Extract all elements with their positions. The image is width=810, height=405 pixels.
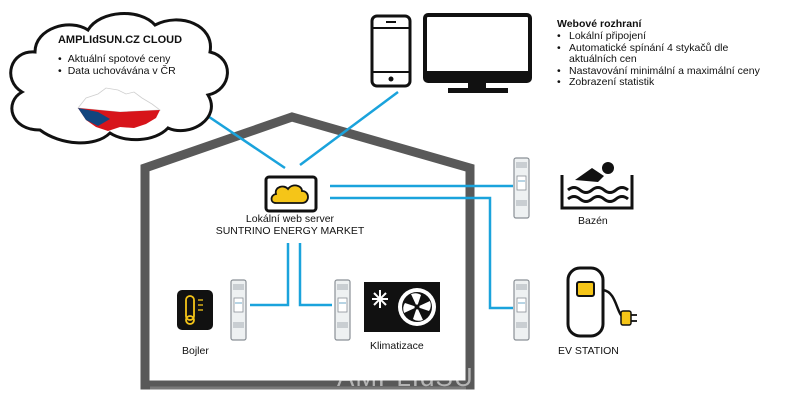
web-feature-item: Zobrazení statistik [557,76,797,89]
web-feature-item: Nastavování minimální a maximální ceny [557,65,797,78]
cloud-feature-item: Data uchovávána v ČR [58,65,176,77]
cloud-feature-list: Aktuální spotové ceny Data uchovávána v … [58,53,176,77]
server-label: Lokální web server SUNTRINO ENERGY MARKE… [190,213,390,237]
server-cloud-icon [264,175,318,213]
bojler-label: Bojler [182,345,209,357]
cloud-title: AMPLIdSUN.CZ CLOUD [57,34,183,46]
cloud-feature-item: Aktuální spotové ceny [58,53,176,65]
contactor-icon-bojler [230,279,247,341]
swimmer-icon [560,162,634,210]
contactor-icon-klimatizace [334,279,351,341]
web-feature-item: Lokální připojení [557,30,797,43]
boiler-icon [177,290,213,330]
cloud-shape [9,12,229,145]
czech-map-flag [77,87,162,131]
smartphone-icon [370,14,412,88]
web-interface-feature-list: Lokální připojení Automatické spínání 4 … [557,30,797,89]
web-feature-item: Automatické spínání 4 stykačů dle aktuál… [557,42,769,66]
server-label-line2: SUNTRINO ENERGY MARKET [215,225,365,237]
watermark: AMPLIdSUN [337,362,494,392]
ev-station-icon [566,266,637,338]
server-label-line1: Lokální web server [245,213,335,225]
contactor-icon-bazen [513,157,530,219]
air-conditioner-icon [364,282,440,332]
bazen-label: Bazén [578,215,608,227]
ev-station-label: EV STATION [558,345,619,357]
contactor-icon-ev [513,279,530,341]
klimatizace-label: Klimatizace [370,340,424,352]
web-interface-title: Webové rozhraní [557,18,642,30]
monitor-icon [423,13,532,93]
